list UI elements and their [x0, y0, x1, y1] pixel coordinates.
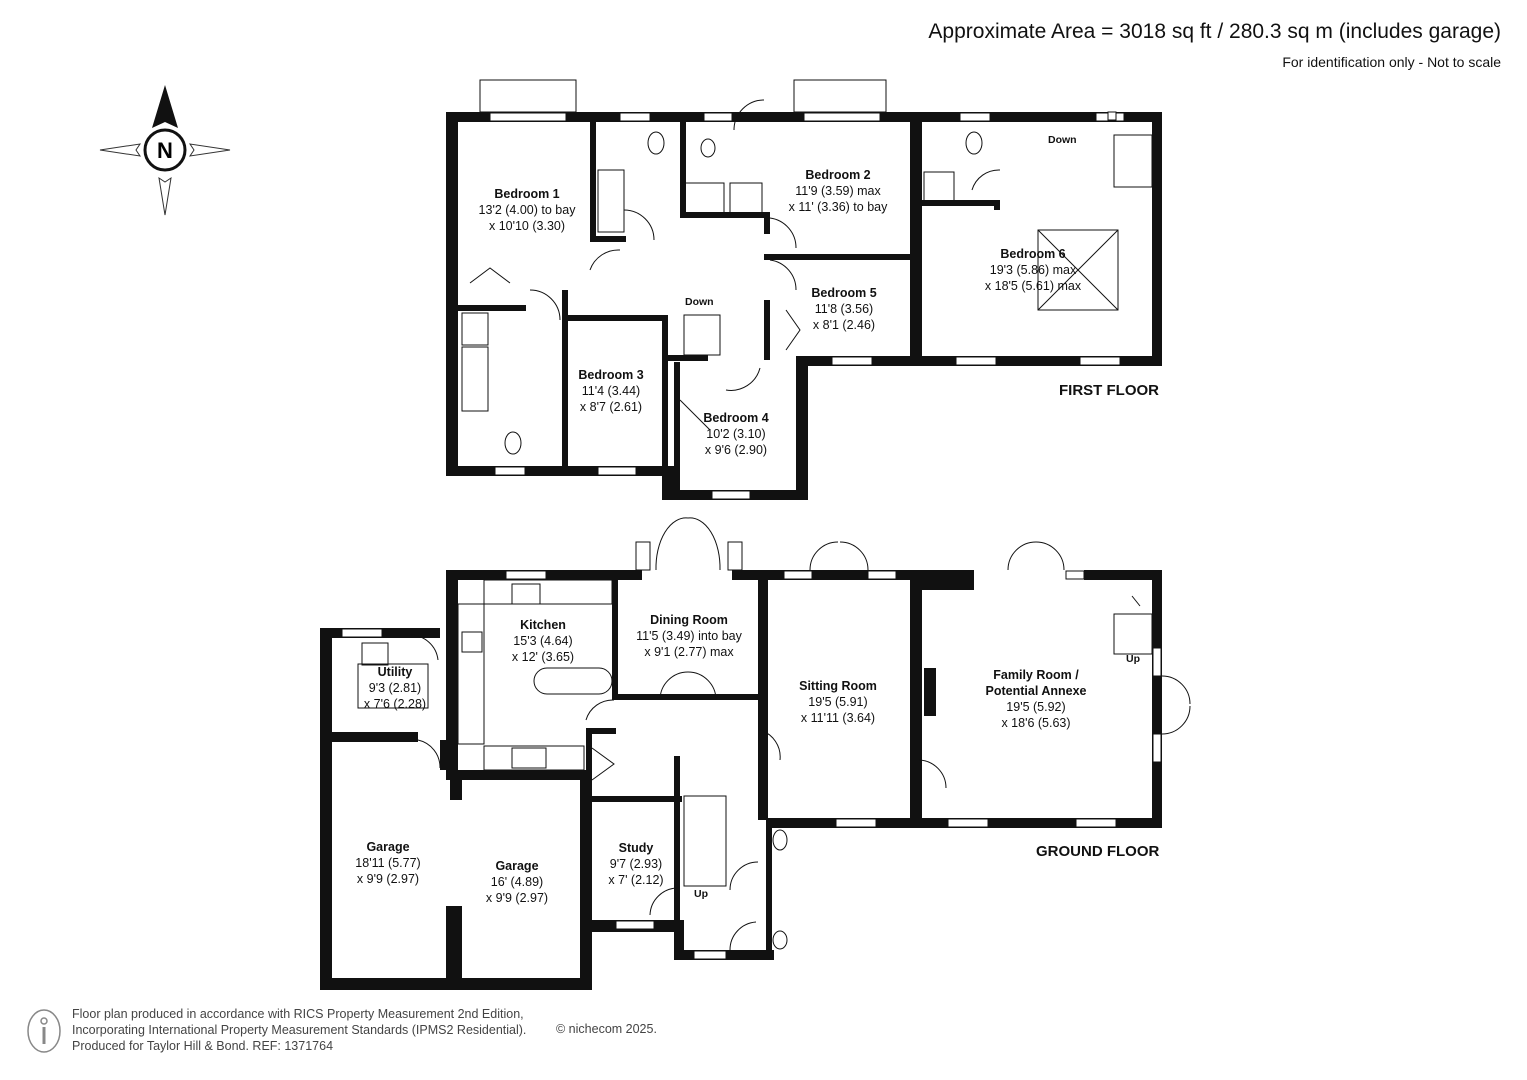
stairs-down-label: Down — [685, 296, 714, 308]
footer-line-3: Produced for Taylor Hill & Bond. REF: 13… — [72, 1039, 334, 1053]
stairs-down-label: Down — [1048, 134, 1077, 146]
footer-line-2: Incorporating International Property Mea… — [72, 1023, 527, 1037]
approximate-area: Approximate Area = 3018 sq ft / 280.3 sq… — [928, 20, 1501, 43]
floor-title-first: FIRST FLOOR — [1059, 382, 1159, 399]
first-floor-windows — [489, 111, 1125, 500]
copyright: © nichecom 2025. — [556, 1022, 657, 1036]
identification-note: For identification only - Not to scale — [1282, 54, 1501, 70]
compass-north-label: N — [157, 138, 173, 163]
stairs-up-label: Up — [694, 888, 708, 900]
compass-icon — [99, 85, 231, 216]
first-floor-fixtures — [461, 79, 1153, 455]
footer-notes: Floor plan produced in accordance with R… — [72, 1006, 526, 1054]
stairs-up-label: Up — [1126, 653, 1140, 665]
person-icon — [27, 1009, 61, 1053]
footer-line-1: Floor plan produced in accordance with R… — [72, 1007, 524, 1021]
ground-floor-fixtures — [357, 517, 1191, 951]
ground-floor-windows — [341, 541, 1162, 960]
floor-title-ground: GROUND FLOOR — [1036, 843, 1160, 860]
